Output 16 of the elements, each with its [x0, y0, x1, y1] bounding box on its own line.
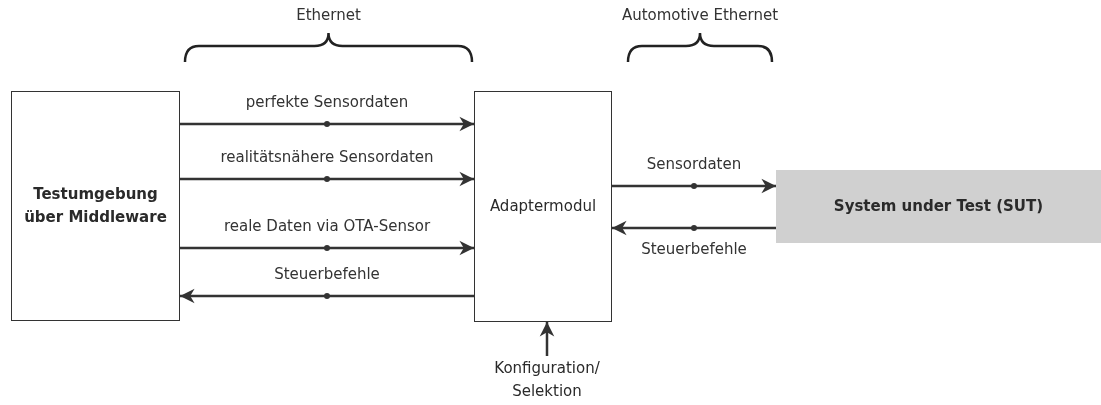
- node-label: Testumgebung über Middleware: [23, 183, 168, 228]
- node-label: System under Test (SUT): [833, 195, 1044, 217]
- arrow: [180, 171, 474, 187]
- arrow: [539, 322, 555, 356]
- arrow: [612, 220, 776, 236]
- arrow: [612, 178, 776, 194]
- process-box: [11, 91, 180, 321]
- system-box: [776, 170, 1101, 243]
- module-box: [474, 91, 612, 322]
- group-label: Automotive Ethernet: [621, 6, 779, 24]
- node-label: Adaptermodul: [489, 195, 597, 217]
- annotation-text: Konfiguration/ Selektion: [493, 357, 601, 402]
- arrow: [180, 116, 474, 132]
- arrow: [180, 288, 474, 304]
- arrow: [180, 240, 474, 256]
- group-label: Ethernet: [296, 6, 361, 24]
